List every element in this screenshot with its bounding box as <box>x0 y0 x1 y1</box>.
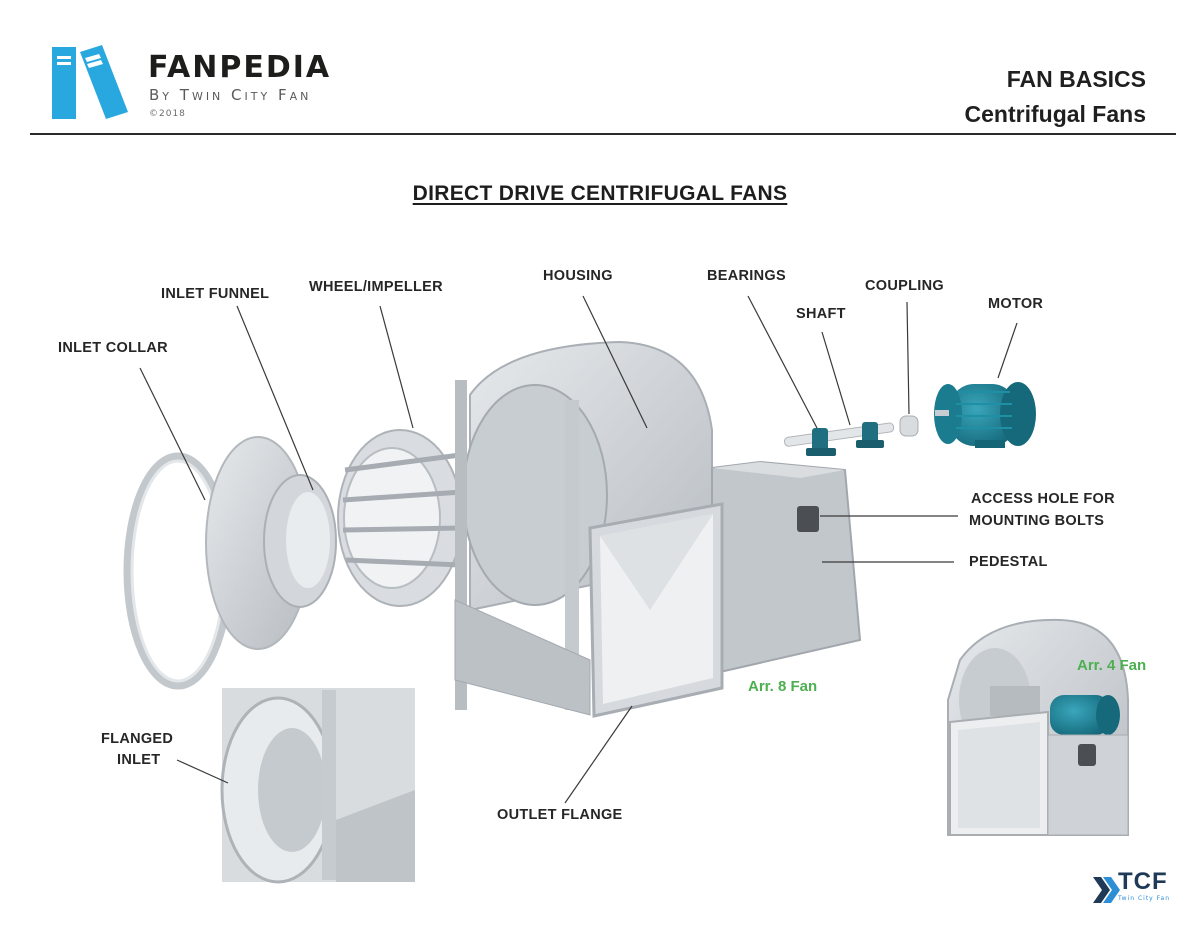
flanged-inlet-inset <box>220 688 415 884</box>
inlet-funnel-part <box>205 436 337 650</box>
tcf-logo-icon <box>1093 877 1120 903</box>
motor-part <box>934 382 1036 448</box>
leader-inlet-collar <box>139 367 206 501</box>
coupling-part <box>899 415 919 437</box>
leader-shaft <box>821 331 851 426</box>
wheel-impeller-part <box>337 429 463 607</box>
label-flanged-inlet-line1: FLANGED <box>101 731 174 747</box>
label-coupling: COUPLING <box>865 278 944 294</box>
shaft-bearings-part <box>784 422 895 456</box>
leader-flanged-inlet <box>176 759 229 784</box>
label-inlet-funnel: INLET FUNNEL <box>161 286 270 302</box>
label-arr8-fan: Arr. 8 Fan <box>748 678 818 695</box>
leader-coupling <box>906 301 910 415</box>
outlet-flange-part <box>588 502 724 718</box>
tcf-logo-text: TCF <box>1118 868 1168 895</box>
label-pedestal: PEDESTAL <box>969 554 1048 570</box>
page-title: DIRECT DRIVE CENTRIFUGAL FANS <box>412 182 788 205</box>
label-access-hole-line2: MOUNTING BOLTS <box>969 513 1105 529</box>
arr4-fan-inset <box>947 618 1129 836</box>
label-flanged-inlet-line2: INLET <box>117 752 161 768</box>
header-category: FAN BASICS <box>1006 66 1146 92</box>
label-housing: HOUSING <box>543 268 613 284</box>
label-inlet-collar: INLET COLLAR <box>58 340 168 356</box>
pedestal-part <box>711 460 862 674</box>
leader-wheel <box>379 305 414 429</box>
leader-housing <box>582 295 648 429</box>
leader-outlet-flange <box>564 705 633 804</box>
leader-inlet-funnel <box>236 305 314 491</box>
leader-bearings <box>747 295 818 429</box>
label-bearings: BEARINGS <box>707 268 786 284</box>
brand-subtitle: By Twin City Fan <box>149 86 312 104</box>
tcf-logo-subtitle: Twin City Fan <box>1118 895 1171 902</box>
copyright-text: ©2018 <box>149 109 186 119</box>
header-topic: Centrifugal Fans <box>964 101 1146 127</box>
leader-motor <box>997 322 1018 379</box>
label-access-hole-line1: ACCESS HOLE FOR <box>971 491 1115 507</box>
label-shaft: SHAFT <box>796 306 846 322</box>
label-outlet-flange: OUTLET FLANGE <box>497 807 623 823</box>
brand-title: FANPEDIA <box>148 50 332 85</box>
label-arr4-fan: Arr. 4 Fan <box>1077 657 1147 674</box>
header-divider <box>30 133 1176 135</box>
label-wheel-impeller: WHEEL/IMPELLER <box>309 279 443 295</box>
label-motor: MOTOR <box>988 296 1044 312</box>
